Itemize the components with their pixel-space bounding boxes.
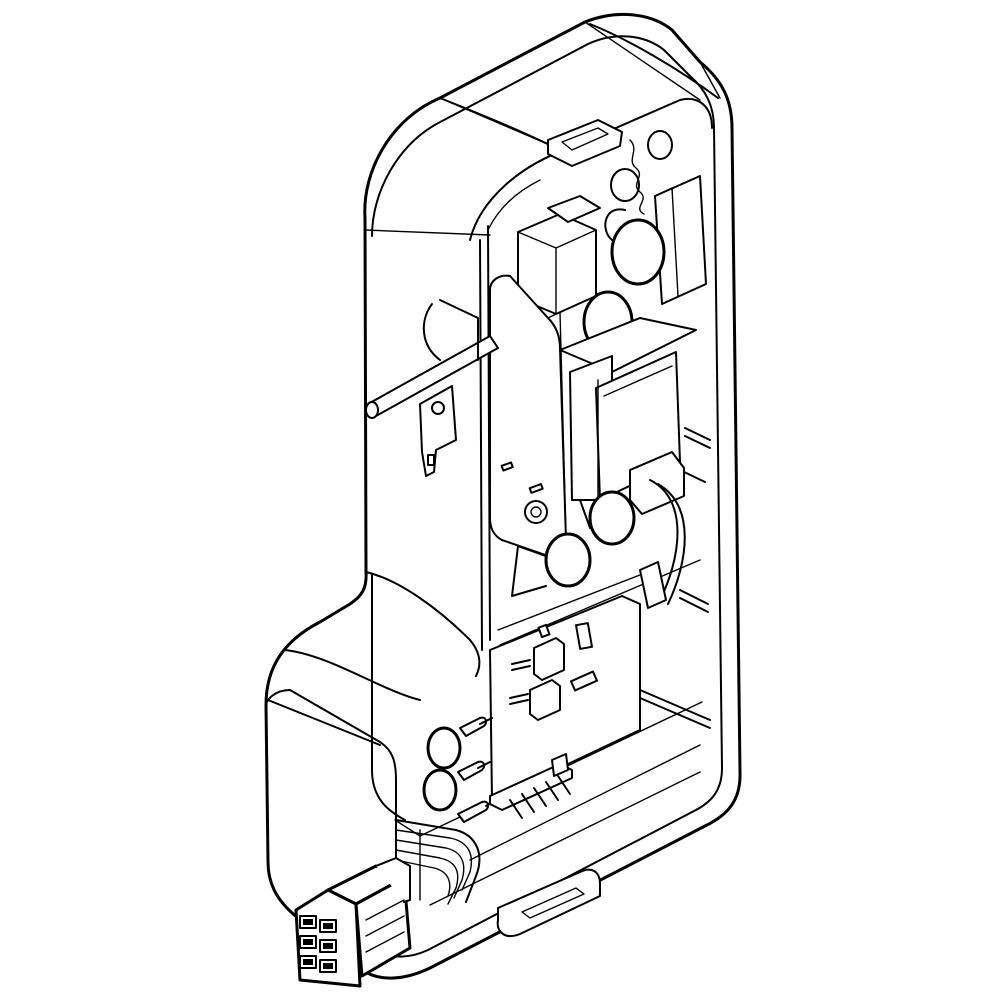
housing-lower-face-edge	[265, 689, 397, 941]
pin-header-tab	[551, 753, 569, 777]
wire-bundle	[395, 819, 481, 905]
quick-connect-terminal	[365, 299, 499, 477]
resistor-low-3	[457, 800, 490, 823]
top-tab-slot	[561, 127, 609, 151]
wire-bundle-outer	[395, 819, 481, 903]
capacitor-top-3	[610, 130, 673, 202]
housing	[264, 12, 742, 980]
capacitor-mid-1-face	[588, 490, 636, 546]
capacitor-mid-2-face	[544, 532, 592, 588]
relay-main-slot-1	[500, 461, 514, 472]
capacitor-top-1-face	[610, 218, 666, 286]
board-chip-1	[575, 622, 593, 650]
capacitor-mid-2	[544, 532, 592, 588]
housing-lower-front	[267, 574, 421, 821]
housing-step-curve	[365, 571, 481, 677]
connector-ribs	[365, 899, 405, 953]
circuit-board-outline	[489, 595, 641, 801]
housing-front-rim	[371, 35, 723, 958]
capacitor-top-1-body	[604, 208, 626, 241]
terminal-rod-end	[365, 401, 379, 419]
bottom-tab-shape	[496, 868, 601, 938]
terminal-hole	[431, 401, 445, 415]
capacitor-top-4-face	[647, 130, 673, 160]
top-tab	[547, 119, 623, 167]
transformer-top-face	[654, 187, 679, 297]
bottom-tab	[496, 868, 601, 938]
capacitor-mid-bodies	[511, 499, 591, 597]
wire-loop-right	[649, 479, 686, 605]
connector-cavity-fill	[303, 919, 333, 969]
wire-harness-connector	[294, 857, 412, 988]
housing-top-edge	[439, 23, 719, 151]
relay-top	[517, 195, 601, 315]
relay-main-slot-2	[528, 483, 544, 494]
capacitor-low-2-face	[422, 768, 458, 812]
bottom-tab-slot	[521, 887, 585, 919]
pin-header-pins	[509, 775, 571, 819]
wall-rib-1	[684, 427, 711, 449]
transformer-main	[559, 317, 697, 515]
capacitor-low-1-face	[426, 726, 462, 770]
capacitor-low-1	[426, 716, 488, 770]
wall-rib-3	[639, 689, 711, 729]
resistor-low-1	[459, 716, 488, 737]
board-relay-1	[533, 637, 565, 681]
relay-main-screw-hole	[524, 500, 548, 524]
board-relay-2	[529, 679, 561, 721]
connector-right-mid	[639, 561, 667, 609]
relay-top-cap	[547, 195, 601, 223]
coil-wire	[629, 139, 645, 215]
terminal-bracket	[422, 299, 479, 361]
inner-wall-left	[479, 225, 491, 651]
capacitor-mid-1	[588, 490, 636, 546]
resistor-low-2	[457, 760, 486, 781]
capacitor-top-1	[604, 208, 666, 286]
inner-arc-top	[487, 179, 541, 231]
top-tab-shape	[547, 119, 623, 167]
wire-bundle-lines	[395, 829, 473, 905]
terminal-blade-slot	[427, 454, 435, 466]
inner-wall	[394, 97, 713, 906]
capacitor-low-2	[422, 760, 486, 812]
connector-latch	[375, 857, 411, 903]
relay-top-edges	[517, 229, 597, 315]
board-chip-2	[570, 670, 598, 692]
board-component-3	[537, 623, 551, 639]
transformer-main-lines	[597, 365, 673, 501]
relay-main	[489, 274, 567, 558]
capacitor-top-3-face	[610, 168, 640, 202]
wall-rib-2	[679, 589, 709, 613]
relay-main-screw-inner	[530, 506, 542, 518]
circuit-board	[489, 595, 641, 801]
terminal-tab	[419, 385, 457, 477]
board-pins	[509, 659, 531, 705]
pin-header	[489, 753, 573, 819]
relay-main-side	[547, 311, 567, 541]
